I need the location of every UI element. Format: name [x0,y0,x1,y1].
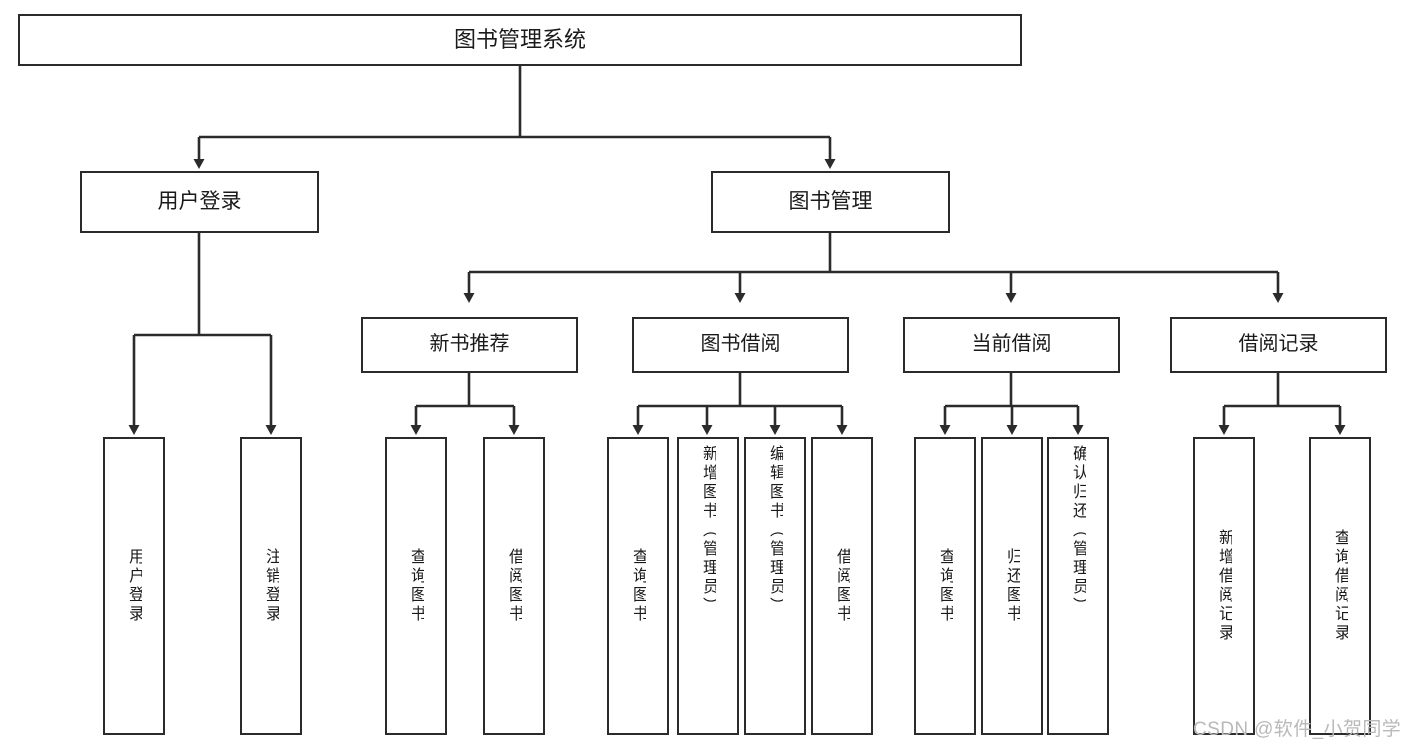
node-leaf-return-book-label: 归还图书 [1004,548,1020,624]
node-leaf-add-book[interactable]: 新增图书（管理员） [677,437,739,735]
node-leaf-logout-label: 注销登录 [263,548,279,624]
node-book-borrow[interactable]: 图书借阅 [632,317,849,373]
node-leaf-edit-book-label: 编辑图书（管理员） [767,445,783,616]
node-borrow-record[interactable]: 借阅记录 [1170,317,1387,373]
node-leaf-confirm-return[interactable]: 确认归还（管理员） [1047,437,1109,735]
node-leaf-borrow-book-1[interactable]: 借阅图书 [483,437,545,735]
node-leaf-borrow-book-2[interactable]: 借阅图书 [811,437,873,735]
node-leaf-query-record[interactable]: 查询借阅记录 [1309,437,1371,735]
node-leaf-query-book-1[interactable]: 查询图书 [385,437,447,735]
node-leaf-query-book-3[interactable]: 查询图书 [914,437,976,735]
node-leaf-add-record[interactable]: 新增借阅记录 [1193,437,1255,735]
node-leaf-user-login[interactable]: 用户登录 [103,437,165,735]
node-book-manage-label: 图书管理 [788,189,873,213]
node-leaf-borrow-book-2-label: 借阅图书 [834,548,850,624]
node-leaf-add-record-label: 新增借阅记录 [1216,529,1232,643]
node-leaf-edit-book[interactable]: 编辑图书（管理员） [744,437,806,735]
node-leaf-logout[interactable]: 注销登录 [240,437,302,735]
node-leaf-query-book-1-label: 查询图书 [408,548,424,624]
node-current-borrow[interactable]: 当前借阅 [903,317,1120,373]
csdn-watermark: CSDN @软件_小贺同学 [1193,719,1402,740]
node-leaf-user-login-label: 用户登录 [126,548,142,624]
node-leaf-add-book-label: 新增图书（管理员） [700,445,716,616]
node-leaf-borrow-book-1-label: 借阅图书 [506,548,522,624]
node-root[interactable]: 图书管理系统 [18,14,1022,66]
node-leaf-confirm-return-label: 确认归还（管理员） [1070,445,1086,616]
node-leaf-return-book[interactable]: 归还图书 [981,437,1043,735]
node-borrow-record-label: 借阅记录 [1238,333,1319,356]
node-leaf-query-book-3-label: 查询图书 [937,548,953,624]
node-user-login-label: 用户登录 [157,189,242,213]
node-new-book-recommend[interactable]: 新书推荐 [361,317,578,373]
node-root-label: 图书管理系统 [453,27,586,53]
node-book-manage[interactable]: 图书管理 [711,171,950,233]
node-user-login[interactable]: 用户登录 [80,171,319,233]
node-book-borrow-label: 图书借阅 [700,333,781,356]
node-leaf-query-book-2[interactable]: 查询图书 [607,437,669,735]
node-leaf-query-record-label: 查询借阅记录 [1332,529,1348,643]
node-current-borrow-label: 当前借阅 [971,333,1052,356]
node-leaf-query-book-2-label: 查询图书 [630,548,646,624]
node-new-book-recommend-label: 新书推荐 [429,333,510,356]
